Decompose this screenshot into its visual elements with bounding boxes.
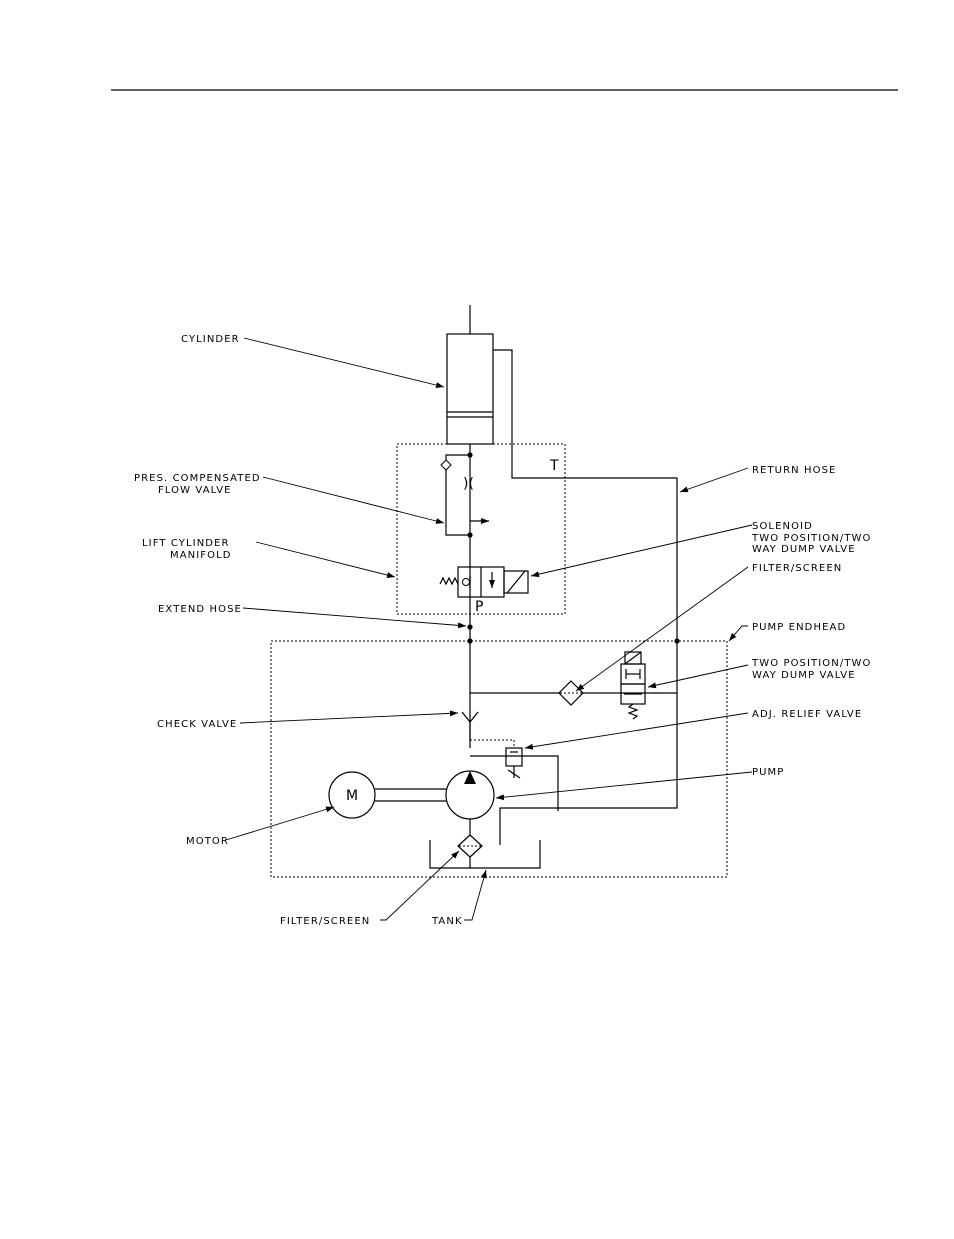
pump-symbol <box>446 771 494 835</box>
label-pump-endhead: PUMP ENDHEAD <box>752 622 846 633</box>
label-tank: TANK <box>431 916 463 927</box>
leader-lines <box>226 338 752 920</box>
motor-letter: M <box>346 788 358 804</box>
motor-symbol: M <box>329 772 446 818</box>
port-p-label: P <box>475 599 483 615</box>
label-relief-valve: ADJ. RELIEF VALVE <box>752 709 862 720</box>
pump-endhead-box <box>271 641 727 877</box>
dump-valve-symbol <box>621 652 645 719</box>
label-solenoid-line3: WAY DUMP VALVE <box>752 544 856 555</box>
label-check-valve: CHECK VALVE <box>157 719 237 730</box>
callout-labels: CYLINDER PRES. COMPENSATED FLOW VALVE LI… <box>134 334 872 927</box>
label-dump-valve-line1: TWO POSITION/TWO <box>751 658 872 669</box>
solenoid-dump-valve-symbol <box>440 567 528 597</box>
label-motor: MOTOR <box>186 836 229 847</box>
label-pump: PUMP <box>752 767 784 778</box>
label-manifold-line2: MANIFOLD <box>170 550 232 561</box>
label-dump-valve-line2: WAY DUMP VALVE <box>752 670 856 681</box>
label-filter-top: FILTER/SCREEN <box>752 563 842 574</box>
label-cylinder: CYLINDER <box>181 334 240 345</box>
label-manifold-line1: LIFT CYLINDER <box>142 538 230 549</box>
label-solenoid-line1: SOLENOID <box>752 521 813 532</box>
label-filter-bottom: FILTER/SCREEN <box>280 916 370 927</box>
tank-symbol <box>430 840 540 868</box>
junction-dot <box>467 624 472 629</box>
orifice-symbol: )( <box>463 476 474 492</box>
label-solenoid-line2: TWO POSITION/TWO <box>751 533 872 544</box>
label-flow-valve-line2: FLOW VALVE <box>158 485 232 496</box>
port-t-label: T <box>549 458 559 474</box>
label-flow-valve-line1: PRES. COMPENSATED <box>134 473 261 484</box>
label-return-hose: RETURN HOSE <box>752 465 836 476</box>
label-extend-hose: EXTEND HOSE <box>158 604 242 615</box>
filter-screen-symbol <box>559 681 583 705</box>
suction-filter-symbol <box>458 835 482 868</box>
flow-valve-symbol: )( <box>441 455 489 535</box>
